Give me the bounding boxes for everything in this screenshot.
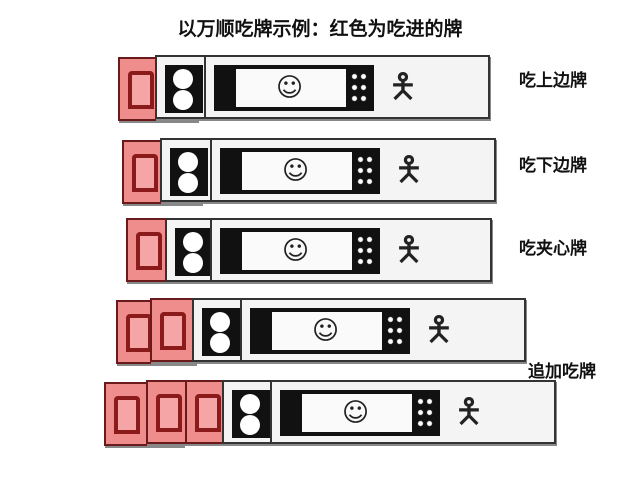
label-eat-bottom: 吃下边牌	[519, 156, 587, 176]
face-icon: ☺	[312, 316, 340, 346]
card-mark-icon	[160, 312, 186, 350]
circles-icon	[170, 148, 208, 196]
dots-icon	[356, 154, 374, 188]
person-figure-icon: 🯅	[394, 230, 424, 270]
card-mark-icon	[132, 154, 158, 192]
label-eat-top: 吃上边牌	[519, 71, 587, 91]
person-figure-icon: 🯅	[424, 310, 454, 350]
circles-icon	[202, 308, 240, 356]
card: ☺🯅	[210, 138, 496, 202]
circles-icon	[165, 65, 203, 113]
person-figure-icon: 🯅	[388, 67, 418, 107]
card: ☺🯅	[210, 218, 492, 282]
face-icon: ☺	[282, 236, 310, 266]
dots-icon	[386, 314, 404, 348]
card-mark-icon	[128, 71, 154, 109]
face-icon: ☺	[282, 156, 310, 186]
card-mark-icon	[156, 394, 182, 432]
card: ☺🯅	[240, 298, 526, 362]
face-icon: ☺	[276, 73, 304, 103]
card-mark-icon	[195, 394, 221, 432]
dots-icon	[416, 396, 434, 430]
card-mark-icon	[136, 232, 162, 270]
label-additional-eat: 追加吃牌	[528, 362, 596, 382]
card-mark-icon	[126, 314, 152, 352]
circles-icon	[232, 390, 270, 438]
card: ☺🯅	[270, 380, 556, 444]
person-figure-icon: 🯅	[394, 150, 424, 190]
card: ☺🯅	[204, 55, 490, 119]
label-eat-middle: 吃夹心牌	[519, 239, 587, 259]
circles-icon	[175, 228, 213, 276]
person-figure-icon: 🯅	[454, 392, 484, 432]
page-title: 以万顺吃牌示例：红色为吃进的牌	[177, 18, 463, 40]
card-panel: ☺	[214, 65, 374, 111]
dots-icon	[350, 71, 368, 105]
face-icon: ☺	[342, 398, 370, 428]
dots-icon	[356, 234, 374, 268]
card-mark-icon	[114, 396, 140, 434]
